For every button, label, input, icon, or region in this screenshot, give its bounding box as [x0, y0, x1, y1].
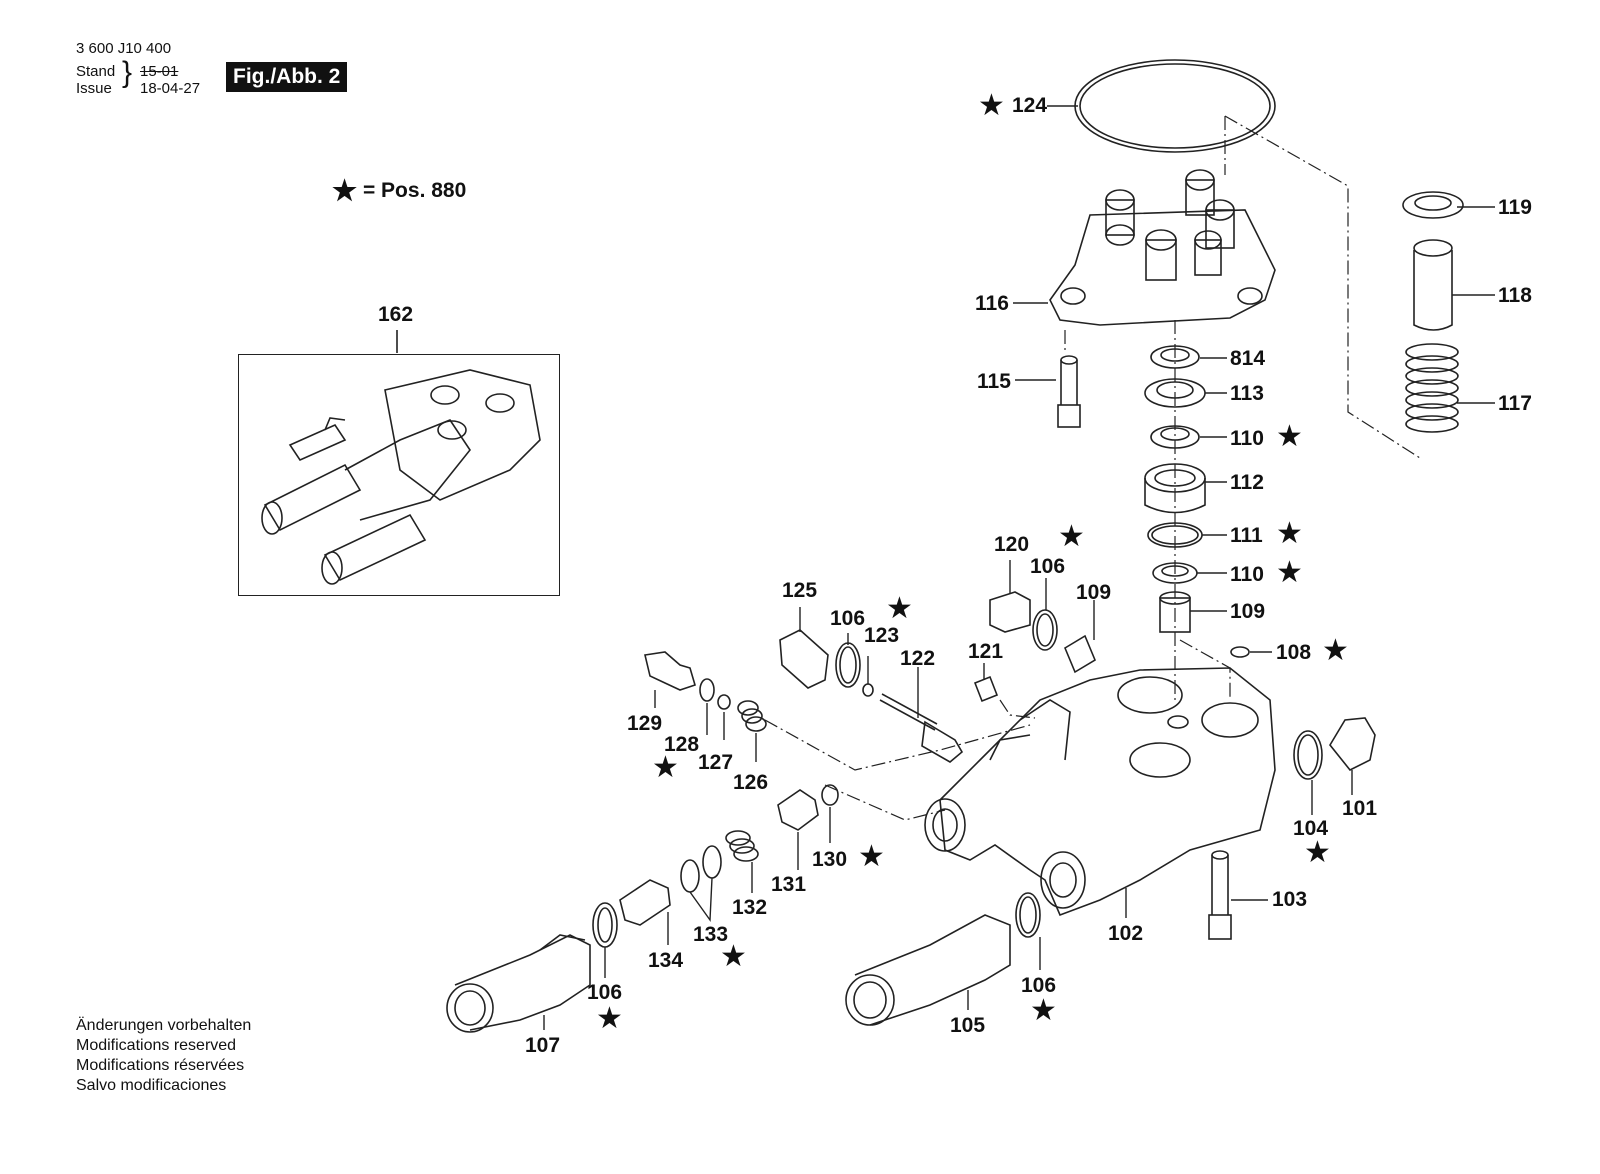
callout-127: 127 [698, 751, 734, 774]
callout-118: 118 [1498, 284, 1532, 307]
callout-109: 109 [1076, 581, 1112, 604]
inset-assembly-sketch [261, 330, 541, 585]
callout-123: 123 [864, 624, 900, 647]
callout-106: 106 [1021, 974, 1057, 997]
star-icon: ★ [332, 175, 358, 206]
callout-120: 120 [994, 533, 1030, 556]
callout-101: 101 [1342, 797, 1378, 820]
spring-117-shape [1405, 343, 1459, 433]
callout-134: 134 [648, 949, 684, 972]
callout-109: 109 [1230, 600, 1266, 623]
callout-128: 128 [664, 733, 700, 756]
footer-line-en: Modifications reserved [76, 1037, 237, 1054]
callout-122: 122 [900, 647, 936, 670]
callout-121: 121 [968, 640, 1004, 663]
issue-label: Issue [76, 80, 112, 97]
legend-text: = Pos. 880 [362, 179, 467, 202]
callout-814: 814 [1230, 347, 1266, 370]
callout-132: 132 [732, 896, 768, 919]
brace-glyph: } [122, 56, 133, 89]
callout-106: 106 [587, 981, 623, 1004]
callout-106: 106 [830, 607, 866, 630]
callout-130: 130 [812, 848, 848, 871]
callout-104: 104 [1293, 817, 1329, 840]
callout-110: 110 [1230, 563, 1264, 586]
star-icon: ★ [1058, 520, 1085, 553]
star-icon: ★ [1276, 420, 1303, 453]
callout-106: 106 [1030, 555, 1066, 578]
issue-date: 18-04-27 [140, 80, 201, 97]
footer-line-de: Änderungen vorbehalten [76, 1017, 252, 1034]
callout-124: 124 [1012, 94, 1048, 117]
footer-notes: Änderungen vorbehalten Modifications res… [76, 1016, 251, 1096]
star-icon: ★ [1304, 836, 1331, 869]
oring-124-shape [1074, 59, 1276, 153]
callout-125: 125 [782, 579, 818, 602]
star-icon: ★ [596, 1002, 623, 1035]
star-icon: ★ [1030, 994, 1057, 1027]
footer-line-es: Salvo modificaciones [76, 1077, 227, 1094]
callout-126: 126 [733, 771, 769, 794]
callout-108: 108 [1276, 641, 1312, 664]
callout-133: 133 [693, 923, 729, 946]
star-icon: ★ [1276, 517, 1303, 550]
callout-115: 115 [977, 370, 1011, 393]
star-icon: ★ [1322, 634, 1349, 667]
star-icon: ★ [886, 592, 913, 625]
legend: ★ = Pos. 880 [332, 176, 466, 206]
callout-102: 102 [1108, 922, 1144, 945]
callout-110: 110 [1230, 427, 1264, 450]
star-icon: ★ [858, 840, 885, 873]
star-icon: ★ [978, 89, 1005, 122]
callout-129: 129 [627, 712, 663, 735]
callout-162: 162 [378, 303, 414, 326]
callout-111: 111 [1230, 524, 1263, 547]
document-number: 3 600 J10 400 [76, 40, 172, 57]
figure-label: Fig./Abb. 2 [226, 62, 348, 92]
pump-housing-shape [924, 667, 1276, 917]
stand-label: Stand [76, 63, 116, 80]
callout-116: 116 [975, 292, 1009, 315]
assembly-inset-frame [238, 354, 560, 596]
callout-131: 131 [771, 873, 807, 896]
callout-112: 112 [1230, 471, 1264, 494]
footer-line-fr: Modifications réservées [76, 1057, 245, 1074]
old-stand-date: 15-01 [140, 63, 179, 80]
callout-113: 113 [1230, 382, 1264, 405]
callout-105: 105 [950, 1014, 986, 1037]
callout-107: 107 [525, 1034, 561, 1057]
callout-119: 119 [1498, 196, 1532, 219]
callout-103: 103 [1272, 888, 1308, 911]
fitting-105-shape [845, 914, 1011, 1026]
valve-plate-116-shape [1049, 169, 1276, 326]
star-icon: ★ [720, 940, 747, 973]
fitting-107-shape [446, 934, 591, 1033]
callout-117: 117 [1498, 392, 1532, 415]
star-icon: ★ [652, 751, 679, 784]
star-icon: ★ [1276, 556, 1303, 589]
